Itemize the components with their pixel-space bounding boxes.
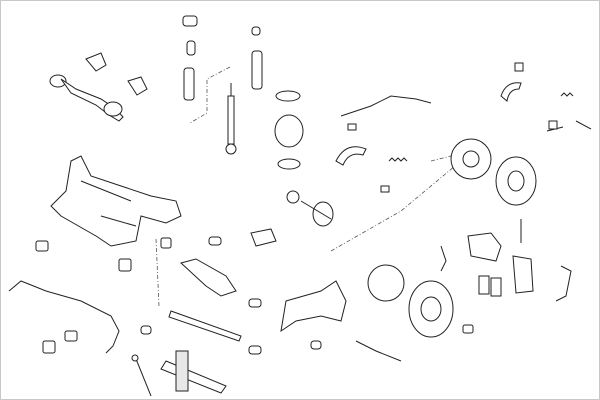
cv-boot xyxy=(85,52,148,96)
mounting-bracket xyxy=(250,228,277,247)
brake-pads xyxy=(478,275,502,297)
caliper-bracket xyxy=(512,255,534,294)
rear-subframe xyxy=(50,155,182,247)
bump-stop xyxy=(186,26,261,56)
shock-absorber xyxy=(225,83,237,155)
brake-shoes xyxy=(335,82,522,166)
backing-plate xyxy=(450,138,492,180)
control-arm xyxy=(160,258,242,394)
wear-sensor xyxy=(355,245,572,362)
stabilizer-bar xyxy=(8,280,120,354)
heat-shield xyxy=(175,350,189,392)
dust-cover xyxy=(183,50,263,101)
clip xyxy=(548,120,558,130)
dust-shield xyxy=(367,264,405,302)
brake-disc xyxy=(408,280,454,338)
brake-caliper xyxy=(467,232,502,262)
stabilizer-link xyxy=(131,354,152,397)
sensor-plug xyxy=(347,62,524,193)
strut-mount xyxy=(182,15,198,27)
brake-spring xyxy=(388,92,574,162)
drive-shaft xyxy=(49,74,124,122)
hub-bearing xyxy=(286,190,300,204)
brake-drum xyxy=(495,156,537,206)
wheel-carrier xyxy=(280,280,347,333)
handbrake-cable xyxy=(340,95,432,117)
bushing xyxy=(35,236,474,355)
coil-spring xyxy=(274,90,304,170)
wheel-hub xyxy=(300,200,334,227)
